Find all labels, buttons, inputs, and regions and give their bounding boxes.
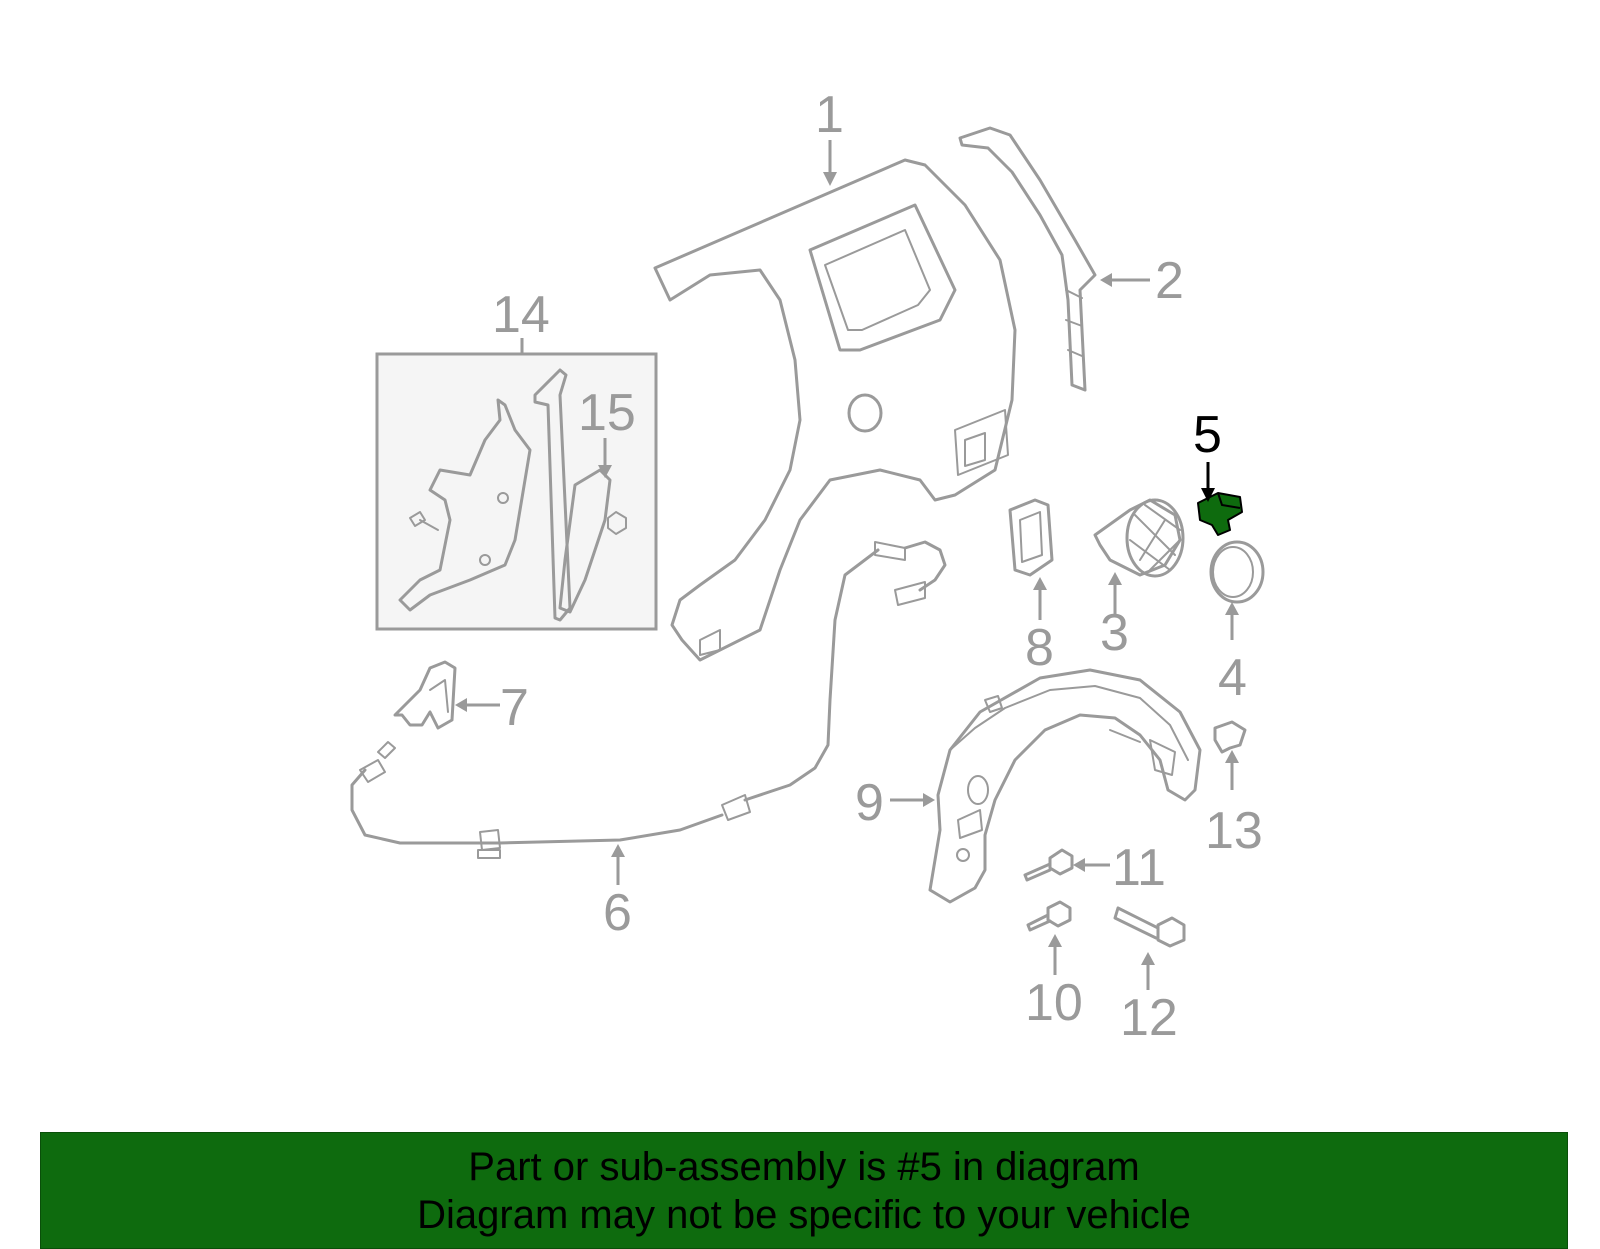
part-12-bolt — [1113, 906, 1186, 948]
part-1-quarter-panel — [653, 158, 1017, 662]
callout-4: 4 — [1218, 649, 1247, 707]
parts-diagram: 1 2 14 15 8 3 5 — [350, 86, 1265, 1047]
callout-5: 5 — [1193, 406, 1222, 464]
callout-10: 10 — [1025, 974, 1083, 1032]
banner-part-line: Part or sub-assembly is #5 in diagram — [468, 1145, 1140, 1189]
callout-6: 6 — [603, 884, 632, 942]
callout-14: 14 — [492, 286, 550, 344]
part-6-release-cable — [350, 540, 947, 859]
part-13-clip — [1213, 720, 1247, 754]
part-3-fuel-door-housing — [1093, 498, 1185, 578]
part-9-wheel-liner — [928, 668, 1202, 904]
part-14-bracket-assembly — [375, 352, 658, 631]
info-banner: Part or sub-assembly is #5 in diagram Di… — [40, 1132, 1568, 1249]
banner-disclaimer-line: Diagram may not be specific to your vehi… — [417, 1193, 1191, 1237]
part-10-bolt — [1026, 900, 1072, 932]
part-8-panel-piece — [1008, 498, 1054, 577]
callout-7: 7 — [500, 679, 529, 737]
callout-11: 11 — [1112, 839, 1166, 897]
callout-15: 15 — [578, 384, 636, 442]
callout-8: 8 — [1025, 619, 1054, 677]
part-11-bolt — [1023, 848, 1074, 882]
callout-9: 9 — [855, 774, 884, 832]
callout-2: 2 — [1155, 252, 1184, 310]
part-2-reinforcement — [958, 126, 1097, 392]
callout-3: 3 — [1100, 604, 1129, 662]
callout-13: 13 — [1205, 802, 1263, 860]
callout-12: 12 — [1120, 989, 1178, 1047]
part-7-bracket — [393, 660, 457, 730]
part-5-highlighted — [1197, 492, 1243, 536]
part-4-fuel-door — [1209, 540, 1265, 604]
callout-1: 1 — [815, 86, 844, 144]
